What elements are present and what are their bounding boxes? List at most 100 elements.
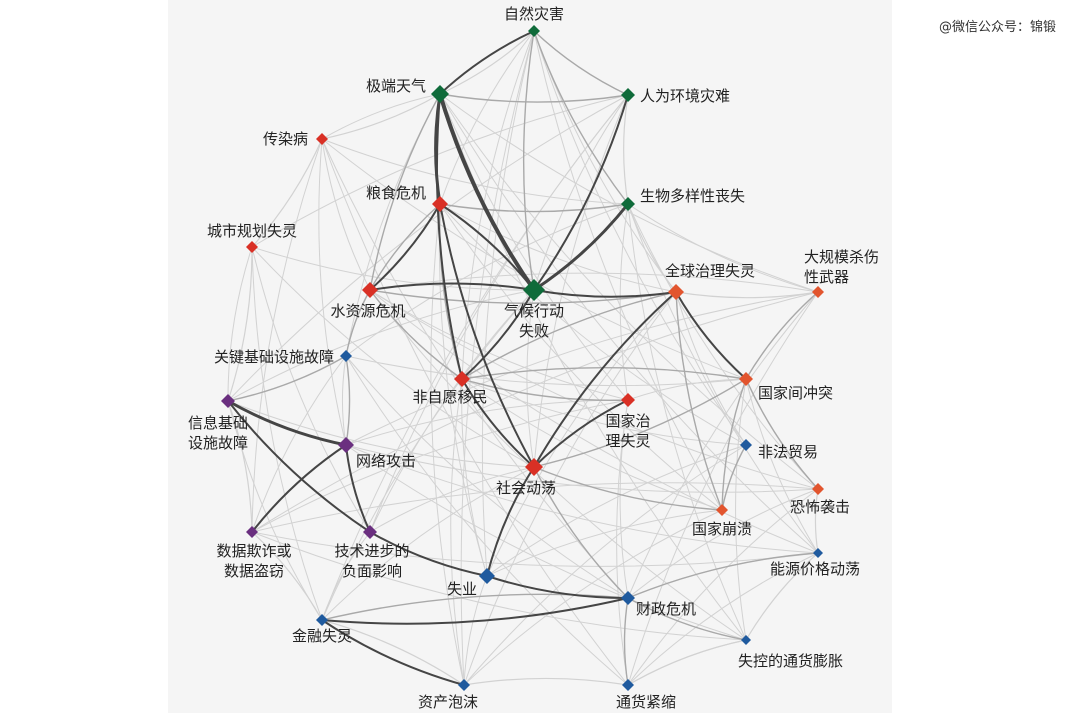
node-extreme-weather xyxy=(431,85,449,103)
edge-light xyxy=(369,289,747,641)
label-info-infrastructure-breakdown-line1: 信息基础 xyxy=(188,414,248,432)
edge-light xyxy=(627,291,819,599)
edge-strong xyxy=(461,289,535,380)
node-biodiversity-loss xyxy=(621,197,635,211)
edge-light xyxy=(735,378,747,641)
edge-light xyxy=(321,138,747,380)
edge-strong xyxy=(227,400,371,533)
label-water-crisis: 水资源危机 xyxy=(330,302,405,320)
graph-panel: 自然灾害极端天气人为环境灾难传染病粮食危机生物多样性丧失城市规划失灵大规模杀伤性… xyxy=(168,0,892,713)
node-asset-bubble xyxy=(458,679,470,691)
edge-light xyxy=(627,203,819,293)
edge-light xyxy=(251,246,371,533)
label-social-instability: 社会动荡 xyxy=(496,479,556,497)
edge-light xyxy=(627,203,819,554)
node-wmd xyxy=(812,286,824,298)
label-urban-planning-failure: 城市规划失灵 xyxy=(207,222,297,240)
edge-light xyxy=(627,291,819,686)
label-unemployment: 失业 xyxy=(447,580,477,598)
label-wmd-line1: 大规模杀伤 xyxy=(804,248,879,266)
edge-ring xyxy=(439,30,535,95)
edge-strong xyxy=(486,466,535,577)
edge-medium xyxy=(745,378,819,490)
edge-light xyxy=(533,30,747,446)
edge-strong xyxy=(533,291,677,468)
edge-light xyxy=(463,509,723,686)
node-unmanageable-inflation xyxy=(741,635,751,645)
edge-light xyxy=(251,399,629,533)
edge-medium xyxy=(522,30,535,291)
watermark-text: @微信公众号：锦锻 xyxy=(938,20,1056,35)
edge-light xyxy=(345,399,629,446)
edge-ring xyxy=(627,203,677,293)
edge-strong xyxy=(533,94,629,291)
edge-ring xyxy=(533,30,629,96)
edge-light xyxy=(321,531,371,621)
edge-medium xyxy=(345,289,371,357)
edge-light xyxy=(251,531,747,641)
edge-light xyxy=(369,289,819,490)
edge-light xyxy=(439,30,535,205)
edge-medium xyxy=(461,378,629,401)
edge-strong xyxy=(675,291,747,380)
node-data-fraud-theft xyxy=(246,526,258,538)
edge-light xyxy=(486,444,747,577)
edge-light xyxy=(369,272,819,293)
edge-medium xyxy=(533,378,747,468)
edge-strong xyxy=(439,203,535,468)
edge-ring xyxy=(251,531,323,621)
edge-strong xyxy=(486,575,629,600)
label-national-governance-failure-line1: 国家治 xyxy=(605,412,650,430)
edge-light xyxy=(461,378,488,577)
edge-medium xyxy=(623,597,629,686)
edge-strong xyxy=(369,531,488,577)
edge-light xyxy=(627,639,747,686)
label-terrorist-attacks: 恐怖袭击 xyxy=(790,498,850,516)
edge-ring xyxy=(623,94,629,205)
edge-light xyxy=(616,399,629,686)
label-illicit-trade: 非法贸易 xyxy=(758,443,818,461)
edge-medium xyxy=(439,93,629,103)
edge-light xyxy=(321,466,535,621)
node-unemployment xyxy=(479,568,495,584)
edge-light xyxy=(486,509,723,577)
edge-ring xyxy=(627,639,747,686)
risk-interconnection-network: 自然灾害极端天气人为环境灾难传染病粮食危机生物多样性丧失城市规划失灵大规模杀伤性… xyxy=(188,5,879,711)
label-adverse-tech-consequences-line2: 负面影响 xyxy=(342,562,402,580)
edge-light xyxy=(627,488,819,599)
node-climate-action-failure xyxy=(523,279,545,301)
edge-light xyxy=(227,94,629,402)
edge-light xyxy=(675,291,747,446)
edge-light xyxy=(460,30,535,686)
node-involuntary-migration xyxy=(454,371,470,387)
edge-light xyxy=(321,289,535,621)
edge-strong xyxy=(461,378,535,468)
edge-light xyxy=(345,444,819,554)
edge-light xyxy=(439,203,747,446)
edge-medium xyxy=(721,378,747,511)
label-human-env-disaster: 人为环境灾难 xyxy=(640,87,730,105)
node-financial-failure xyxy=(316,614,328,626)
edge-strong xyxy=(439,203,535,291)
edge-light xyxy=(461,378,723,511)
edge-medium xyxy=(369,289,677,304)
edge-light xyxy=(251,291,819,533)
edge-strong xyxy=(251,444,347,533)
edge-medium xyxy=(627,597,747,641)
edge-ring xyxy=(463,677,629,686)
edge-light xyxy=(345,203,629,357)
edge-ring xyxy=(814,488,819,554)
edge-light xyxy=(369,289,629,401)
edge-medium xyxy=(227,355,347,402)
edge-light xyxy=(345,355,629,686)
edge-medium xyxy=(533,30,629,205)
edge-light xyxy=(227,400,535,468)
edge-light xyxy=(321,138,371,291)
edge-medium xyxy=(369,93,441,291)
edge-medium xyxy=(321,593,629,621)
edge-light xyxy=(533,94,629,291)
edge-light xyxy=(627,203,819,490)
edge-light xyxy=(251,355,347,533)
label-data-fraud-theft-line1: 数据欺诈或 xyxy=(216,542,291,560)
edge-strong xyxy=(533,399,629,468)
